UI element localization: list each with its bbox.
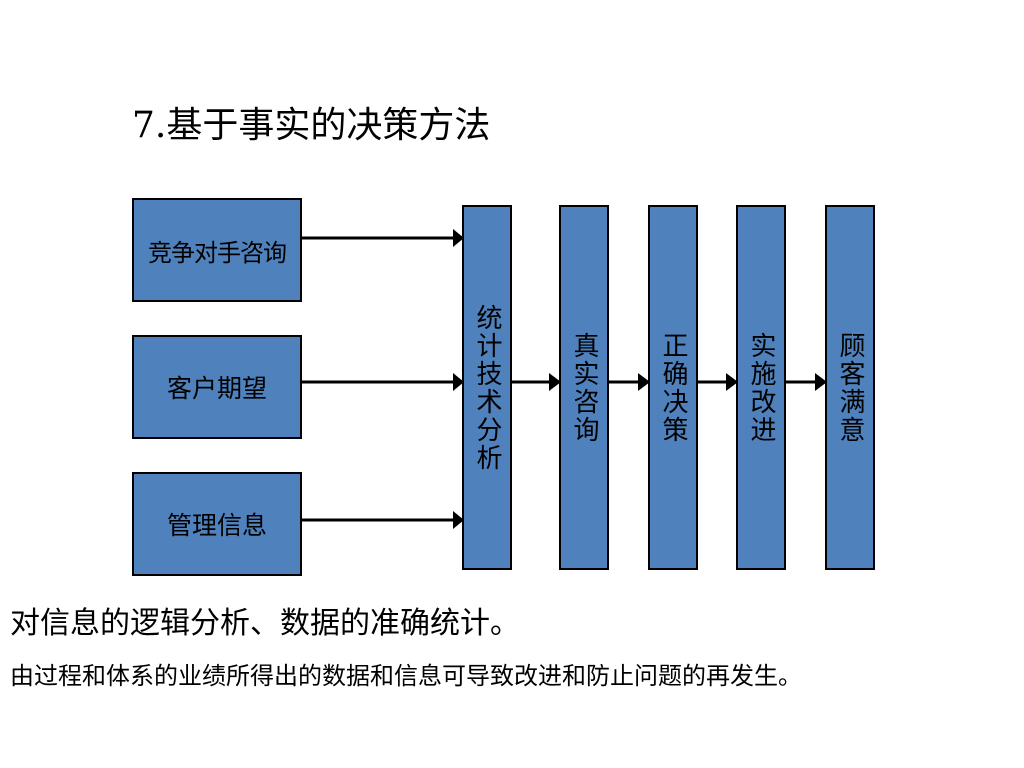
step-box-label: 统计技术分析 xyxy=(472,303,502,472)
arrowhead xyxy=(549,373,561,391)
step-box-customer-satisfaction: 顾客满意 xyxy=(825,205,875,570)
summary-line-2: 由过程和体系的业绩所得出的数据和信息可导致改进和防止问题的再发生。 xyxy=(10,662,802,690)
step-box-true-consulting: 真实咨询 xyxy=(559,205,609,570)
arrowhead xyxy=(453,373,464,391)
step-box-label: 实施改进 xyxy=(746,331,776,444)
arrowhead xyxy=(726,373,738,391)
input-box-label: 竞争对手咨询 xyxy=(148,238,287,267)
step-arrows xyxy=(512,373,827,391)
step-box-statistical-analysis: 统计技术分析 xyxy=(462,205,512,570)
summary-line-1: 对信息的逻辑分析、数据的准确统计。 xyxy=(10,606,520,641)
input-box-management-information: 管理信息 xyxy=(132,472,302,576)
step-box-label: 真实咨询 xyxy=(569,331,599,444)
input-box-label: 客户期望 xyxy=(166,374,267,403)
step-box-label: 顾客满意 xyxy=(835,331,865,444)
step-box-label: 正确决策 xyxy=(658,331,688,444)
arrowhead xyxy=(815,373,827,391)
step-box-correct-decision: 正确决策 xyxy=(648,205,698,570)
arrowhead xyxy=(638,373,650,391)
arrowhead xyxy=(453,229,464,247)
input-box-label: 管理信息 xyxy=(166,511,267,540)
slide-title: 7.基于事实的决策方法 xyxy=(132,105,491,146)
input-arrows xyxy=(302,229,464,529)
step-box-implement-improvement: 实施改进 xyxy=(736,205,786,570)
input-box-competitor-consulting: 竞争对手咨询 xyxy=(132,198,302,302)
input-box-customer-expectation: 客户期望 xyxy=(132,335,302,439)
arrowhead xyxy=(453,511,464,529)
